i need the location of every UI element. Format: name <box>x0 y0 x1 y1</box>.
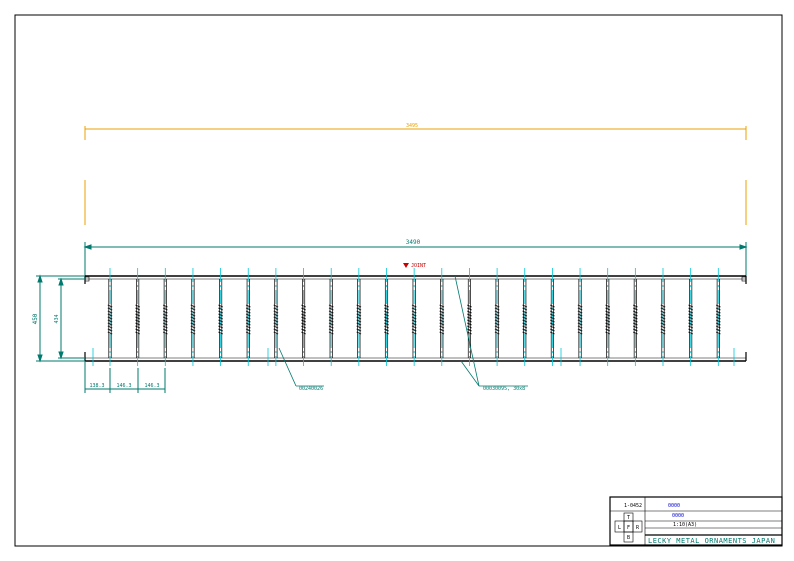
weld-mark <box>245 304 251 335</box>
weld-mark <box>273 304 279 335</box>
weld-mark <box>715 304 721 335</box>
height-inner-label: 434 <box>54 314 60 323</box>
weld-mark <box>162 304 168 335</box>
weld-mark <box>301 304 306 335</box>
pitch-label: 138.3 <box>89 383 104 389</box>
end-clip <box>741 276 747 282</box>
weld-mark <box>439 304 445 335</box>
overall-dimension-label: 3495 <box>406 123 418 129</box>
weld-mark <box>384 304 389 335</box>
weld-mark <box>550 304 555 335</box>
weld-mark <box>522 304 528 335</box>
weld-mark <box>577 304 583 335</box>
inner-dimension <box>83 242 748 278</box>
weld-mark <box>605 304 611 335</box>
pitch-label: 146.3 <box>116 383 131 389</box>
drawing-number: 1-0452 <box>624 503 642 509</box>
joint-marker-icon <box>403 263 409 268</box>
height-outer-label: 450 <box>32 313 39 324</box>
weld-mark <box>632 304 638 335</box>
callout-left-leader <box>278 347 324 387</box>
overall-dimension <box>84 126 747 225</box>
weld-mark <box>467 304 472 335</box>
weld-mark <box>411 304 417 335</box>
scale-value: 1:10(A3) <box>673 522 697 528</box>
callout-right-label: 00030095, 30x8 <box>483 386 525 392</box>
inner-dimension-label: 3490 <box>406 239 421 246</box>
weld-mark <box>328 304 334 335</box>
weld-mark <box>190 304 196 335</box>
height-dimension <box>36 274 85 363</box>
weld-mark <box>218 304 223 335</box>
company-name: LECKY METAL ORNAMENTS JAPAN <box>648 537 775 545</box>
view-left: L <box>618 525 621 531</box>
weld-mark <box>135 304 141 335</box>
weld-mark <box>688 304 694 335</box>
pitch-dimension <box>84 361 166 393</box>
weld-mark <box>107 304 113 335</box>
view-front: F <box>627 525 630 531</box>
sheet-border <box>14 14 783 547</box>
view-top: T <box>627 515 630 521</box>
callout-right-leader <box>454 275 528 387</box>
sub-value: 0000 <box>672 513 684 519</box>
cross-bars <box>84 268 747 366</box>
weld-mark <box>494 304 500 335</box>
joint-label: JOINT <box>411 263 426 269</box>
callout-left-label: 00240026 <box>299 386 323 392</box>
weld-mark <box>356 304 362 335</box>
weld-mark <box>660 304 666 335</box>
view-bottom: B <box>627 535 630 541</box>
title-block <box>609 496 783 546</box>
item-value: 0000 <box>668 503 680 509</box>
pitch-label: 146.3 <box>144 383 159 389</box>
view-right: R <box>636 525 640 531</box>
